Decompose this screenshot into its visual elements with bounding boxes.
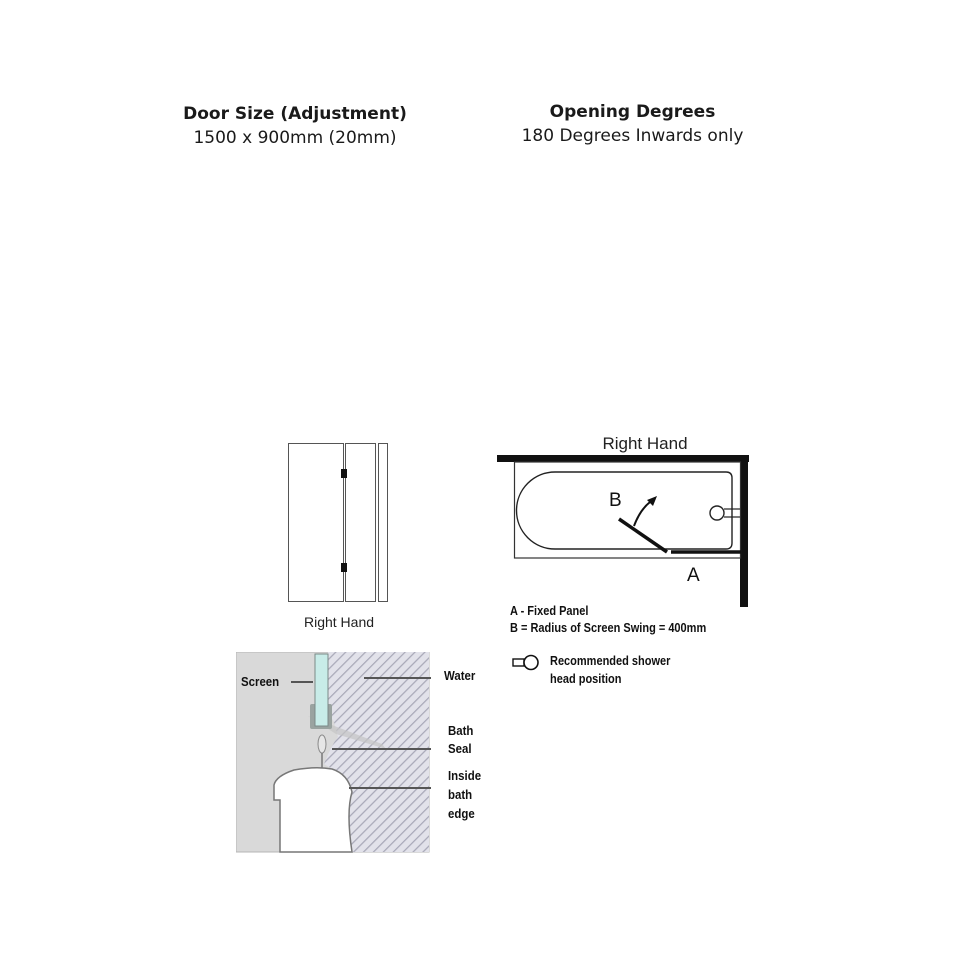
legend-swing-radius: B = Radius of Screen Swing = 400mm xyxy=(510,621,707,635)
hinge-bottom-icon xyxy=(341,563,347,572)
opening-degrees-spec: Opening Degrees 180 Degrees Inwards only xyxy=(485,100,780,148)
label-inside-bath-edge: Inside bath edge xyxy=(448,766,481,823)
legend-shower-line1: Recommended shower xyxy=(550,654,671,668)
glass-screen-shape xyxy=(314,653,329,727)
seal-shape xyxy=(317,734,327,754)
hinge-top-icon xyxy=(341,469,347,478)
fixed-panel-shape xyxy=(288,443,344,602)
opening-degrees-heading: Opening Degrees xyxy=(549,102,716,122)
bath-edge-shape xyxy=(273,766,353,853)
back-wall-shape xyxy=(497,455,749,462)
elevation-caption: Right Hand xyxy=(303,614,375,630)
label-a: A xyxy=(687,565,700,586)
side-wall-shape xyxy=(740,455,748,607)
swing-panel-line xyxy=(618,517,668,554)
label-edge-line2: bath xyxy=(448,787,473,802)
plan-legend: A - Fixed Panel B = Radius of Screen Swi… xyxy=(510,603,706,637)
label-bath-seal-line2: Seal xyxy=(448,741,472,756)
elevation-diagram xyxy=(288,443,388,602)
bath-plan-diagram: B A xyxy=(497,455,749,607)
label-edge-line1: Inside xyxy=(448,768,482,783)
label-b: B xyxy=(609,490,622,511)
plan-title: Right Hand xyxy=(602,434,688,453)
wall-profile-shape xyxy=(378,443,388,602)
legend-shower-head: Recommended shower head position xyxy=(550,652,670,688)
opening-degrees-value: 180 Degrees Inwards only xyxy=(521,126,744,146)
label-bath-seal: Bath Seal xyxy=(448,722,473,758)
label-edge-line3: edge xyxy=(448,806,475,821)
label-screen: Screen xyxy=(241,674,280,689)
bath-seal-section-diagram xyxy=(236,652,431,853)
label-bath-seal-line1: Bath xyxy=(448,723,474,738)
legend-fixed-panel: A - Fixed Panel xyxy=(510,604,589,618)
bath-basin-shape xyxy=(515,471,733,550)
swing-arrow-icon xyxy=(633,501,651,527)
shower-head-icon xyxy=(709,505,725,521)
swing-panel-shape xyxy=(345,443,376,602)
door-size-spec: Door Size (Adjustment) 1500 x 900mm (20m… xyxy=(150,102,440,150)
bath-outline-shape xyxy=(513,461,742,559)
door-size-value: 1500 x 900mm (20mm) xyxy=(193,128,397,148)
legend-shower-line2: head position xyxy=(550,672,622,686)
label-water: Water xyxy=(444,668,476,683)
shower-head-legend-icon xyxy=(512,654,539,671)
door-size-heading: Door Size (Adjustment) xyxy=(183,104,407,124)
